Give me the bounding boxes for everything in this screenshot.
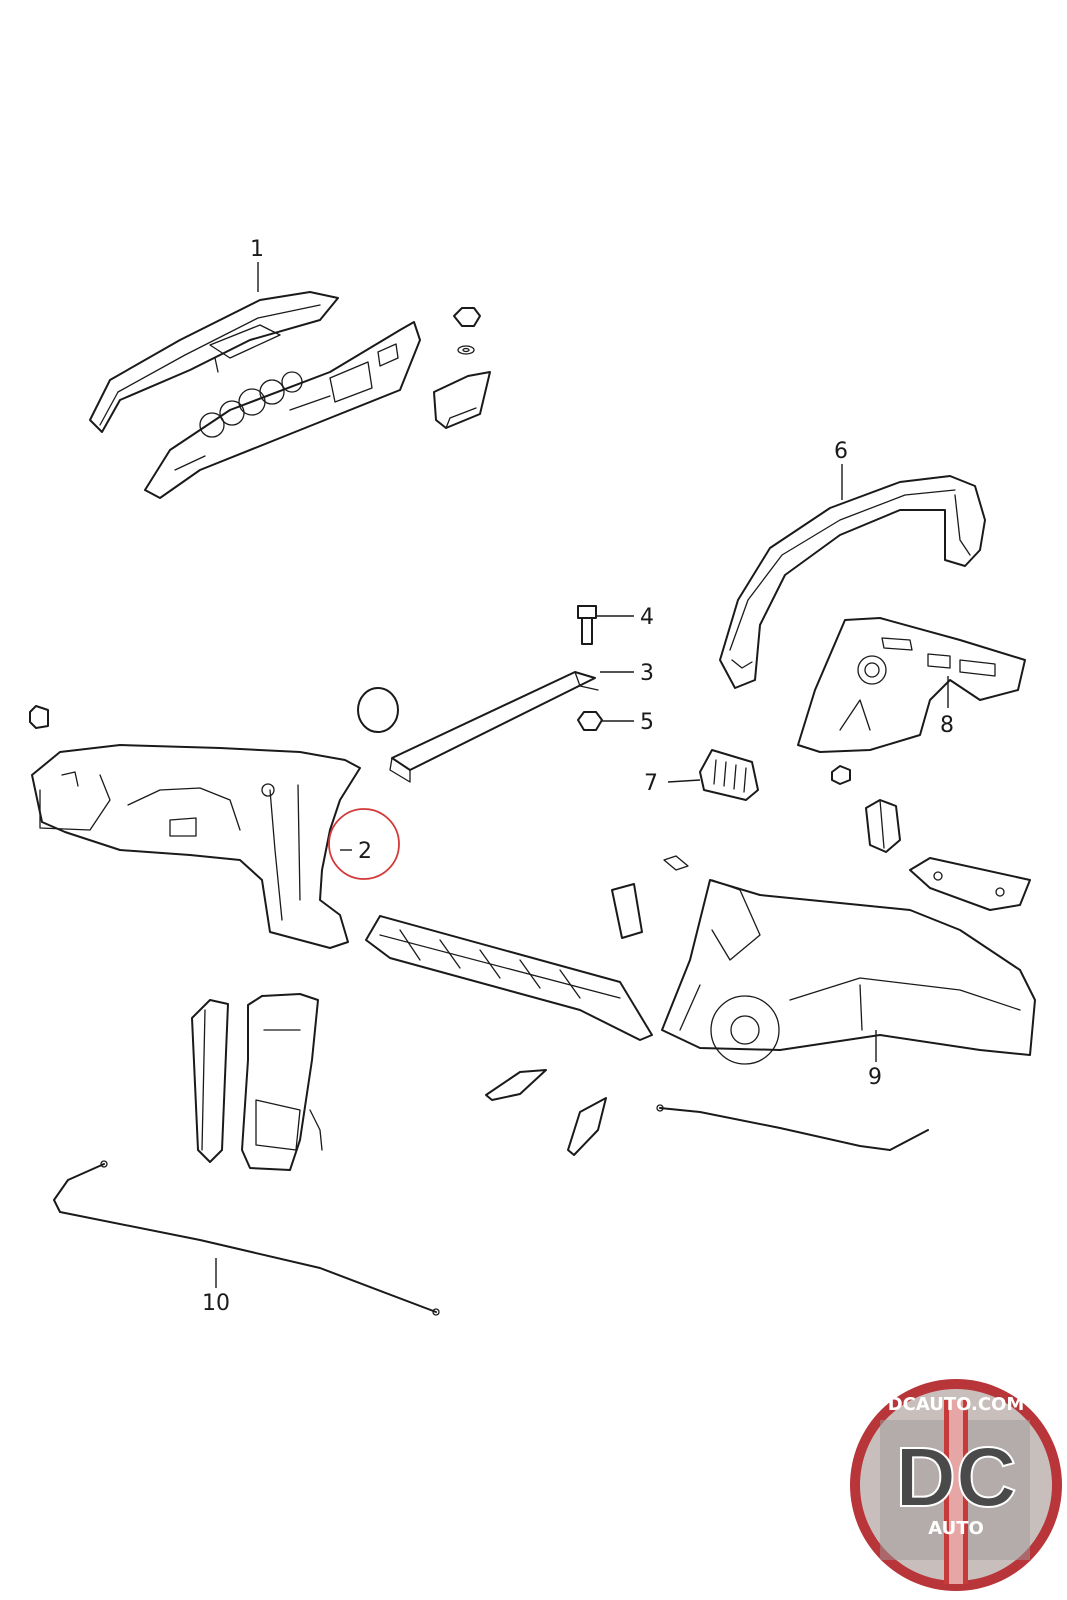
callout-10: 10 [202, 1291, 230, 1316]
part-7-vent [699, 749, 759, 801]
part-9-rear-quarter [661, 879, 1036, 1065]
callout-9: 9 [868, 1065, 882, 1090]
part-8-quarter-panel [797, 617, 1026, 753]
cable-right [656, 1104, 929, 1151]
part-3-strap [389, 671, 599, 783]
part-4-bolt [577, 605, 597, 645]
part-2-front-inner-panel [31, 744, 361, 949]
callout-labels: 1 2 3 4 5 6 7 8 9 10 [202, 237, 954, 1316]
part-1-dashboard [89, 291, 421, 499]
callout-6: 6 [834, 439, 848, 464]
logo-word: AUTO [928, 1518, 984, 1539]
callout-4: 4 [640, 605, 654, 630]
small-parts-right [663, 765, 1031, 911]
rocker-panel [365, 915, 653, 1041]
rocker-bracket [611, 883, 643, 939]
callout-8: 8 [940, 713, 954, 738]
part-10-cable [53, 1160, 440, 1316]
callout-3: 3 [640, 661, 654, 686]
leader-lines [215, 262, 949, 1288]
dcauto-logo: DCAUTO.COM DC AUTO [850, 1379, 1062, 1591]
callout-5: 5 [640, 710, 654, 735]
logo-letters: DC [895, 1430, 1016, 1524]
callout-7: 7 [644, 771, 658, 796]
small-clip [29, 705, 49, 729]
b-pillar-parts [191, 993, 323, 1171]
callout-2: 2 [358, 839, 372, 864]
nut-and-bracket-group [433, 307, 491, 429]
plug-cap [357, 687, 399, 733]
part-5-nut [577, 711, 603, 731]
wedge-parts [485, 1069, 607, 1156]
logo-site-text: DCAUTO.COM [888, 1394, 1025, 1415]
part-6-roof-arch [719, 475, 986, 689]
callout-1: 1 [250, 237, 264, 262]
callout-highlight-circle [328, 808, 400, 880]
